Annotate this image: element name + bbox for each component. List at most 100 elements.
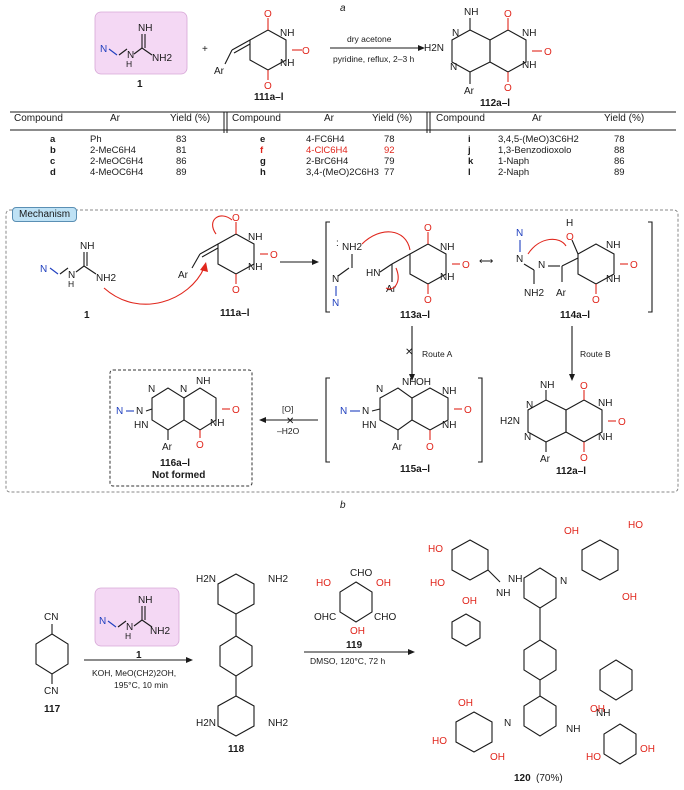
svg-text:N: N <box>68 270 75 281</box>
svg-text:NH2: NH2 <box>268 574 288 585</box>
svg-text:NH: NH <box>596 708 610 719</box>
svg-text:N: N <box>40 264 47 275</box>
svg-text:OH: OH <box>622 592 637 603</box>
svg-text:NH: NH <box>508 574 522 585</box>
ox-top: [O] <box>282 404 293 414</box>
mech-intermediate-114: N N NH2 N Ar O H O NH NH O <box>516 218 638 306</box>
row-yield: 88 <box>614 145 625 156</box>
svg-text:NH2: NH2 <box>96 273 116 284</box>
mech-label-115: 115a–l <box>400 464 430 475</box>
row-ar: 1-Naph <box>498 156 530 167</box>
svg-text:CN: CN <box>44 686 58 697</box>
svg-text:H2N: H2N <box>196 718 216 729</box>
svg-text:NH: NH <box>442 386 456 397</box>
svg-text:O: O <box>264 9 272 20</box>
conditions-b1-bottom: 195°C, 10 min <box>114 680 168 690</box>
svg-text:N: N <box>136 406 143 417</box>
svg-text:NH: NH <box>440 272 454 283</box>
reagent-1b-highlight-box <box>94 587 180 647</box>
svg-text:OHC: OHC <box>314 612 336 623</box>
svg-text:N: N <box>340 406 347 417</box>
row-ar: 1,3-Benzodioxolo <box>498 145 572 156</box>
svg-text:Ar: Ar <box>178 270 189 281</box>
svg-text:CHO: CHO <box>350 568 372 579</box>
svg-text:Ar: Ar <box>162 442 173 453</box>
svg-text:NH: NH <box>440 242 454 253</box>
svg-text:O: O <box>232 285 240 296</box>
svg-text:NH: NH <box>540 380 554 391</box>
header-ar-2: Ar <box>324 113 334 124</box>
ox-bottom: –H2O <box>277 426 300 436</box>
label-1b: 1 <box>136 650 142 661</box>
svg-text:NH2: NH2 <box>342 242 362 253</box>
compound-119: CHO HO OH OHC CHO OH <box>314 568 396 637</box>
conditions-b1-top: KOH, MeO(CH2)2OH, <box>92 668 176 678</box>
svg-text:HN: HN <box>362 420 376 431</box>
svg-text:O: O <box>580 453 588 464</box>
mech-label-114: 114a–l <box>560 310 590 321</box>
row-yield: 83 <box>176 134 187 145</box>
svg-text:O: O <box>426 442 434 453</box>
svg-text:HO: HO <box>432 736 447 747</box>
svg-text:O: O <box>232 213 240 224</box>
svg-text:N: N <box>180 384 187 395</box>
svg-text:N: N <box>538 260 545 271</box>
mech-label-111: 111a–l <box>220 308 250 319</box>
svg-text:NH: NH <box>598 398 612 409</box>
svg-text:N: N <box>127 50 134 61</box>
reagent-1-highlight-box <box>94 11 188 75</box>
route-a-label: Route A <box>422 349 453 359</box>
svg-text:NH: NH <box>522 28 536 39</box>
svg-text:NH: NH <box>138 23 152 34</box>
row-yield: 81 <box>176 145 187 156</box>
svg-text:OH: OH <box>376 578 391 589</box>
svg-text:NH: NH <box>598 432 612 443</box>
svg-text:N: N <box>526 400 533 411</box>
row-id: b <box>50 145 56 156</box>
svg-text:NH: NH <box>522 60 536 71</box>
reagent-1-label: 1 <box>137 79 143 90</box>
svg-text:HN: HN <box>134 420 148 431</box>
product-112-structure: NH H2N N N Ar O O NH NH O <box>424 7 552 97</box>
row-ar: 3,4-(MeO)2C6H3 <box>306 167 379 178</box>
product-112-label: 112a–l <box>480 98 510 109</box>
svg-text:NH: NH <box>566 724 580 735</box>
svg-text:N: N <box>516 254 523 265</box>
svg-text:N: N <box>450 62 457 73</box>
svg-text:NH: NH <box>210 418 224 429</box>
row-ar: 4-FC6H4 <box>306 134 345 145</box>
svg-text:O: O <box>424 295 432 306</box>
svg-text:O: O <box>592 295 600 306</box>
row-id: k <box>468 156 474 167</box>
svg-text:O: O <box>504 83 512 94</box>
row-ar: 4-MeOC6H4 <box>90 167 144 178</box>
svg-text:OH: OH <box>640 744 655 755</box>
route-b-label: Route B <box>580 349 611 359</box>
svg-text:HO: HO <box>586 752 601 763</box>
label-119: 119 <box>346 640 363 651</box>
svg-text:N: N <box>362 406 369 417</box>
conditions-a-top: dry acetone <box>347 34 392 44</box>
svg-text:N: N <box>560 576 567 587</box>
row-ar: Ph <box>90 134 102 145</box>
row-id: l <box>468 167 471 178</box>
svg-text:N: N <box>516 228 523 239</box>
mechanism-box <box>5 209 679 493</box>
panel-label-a: a <box>340 3 346 14</box>
svg-text:NH: NH <box>280 28 294 39</box>
svg-text:NH: NH <box>606 240 620 251</box>
svg-text:Ar: Ar <box>214 66 225 77</box>
svg-text:O: O <box>264 81 272 92</box>
header-ar-3: Ar <box>532 113 542 124</box>
svg-text:Ar: Ar <box>540 454 551 465</box>
svg-text:O: O <box>464 405 472 416</box>
svg-text:H2N: H2N <box>424 43 444 54</box>
row-ar: 2-MeC6H4 <box>90 145 136 156</box>
mech-product-112: NH H2N N N Ar O O NH NH O <box>500 380 626 465</box>
row-yield: 78 <box>614 134 625 145</box>
svg-text:OH: OH <box>416 377 431 388</box>
row-yield: 77 <box>384 167 395 178</box>
row-id: d <box>50 167 56 178</box>
svg-text:NH: NH <box>248 262 262 273</box>
